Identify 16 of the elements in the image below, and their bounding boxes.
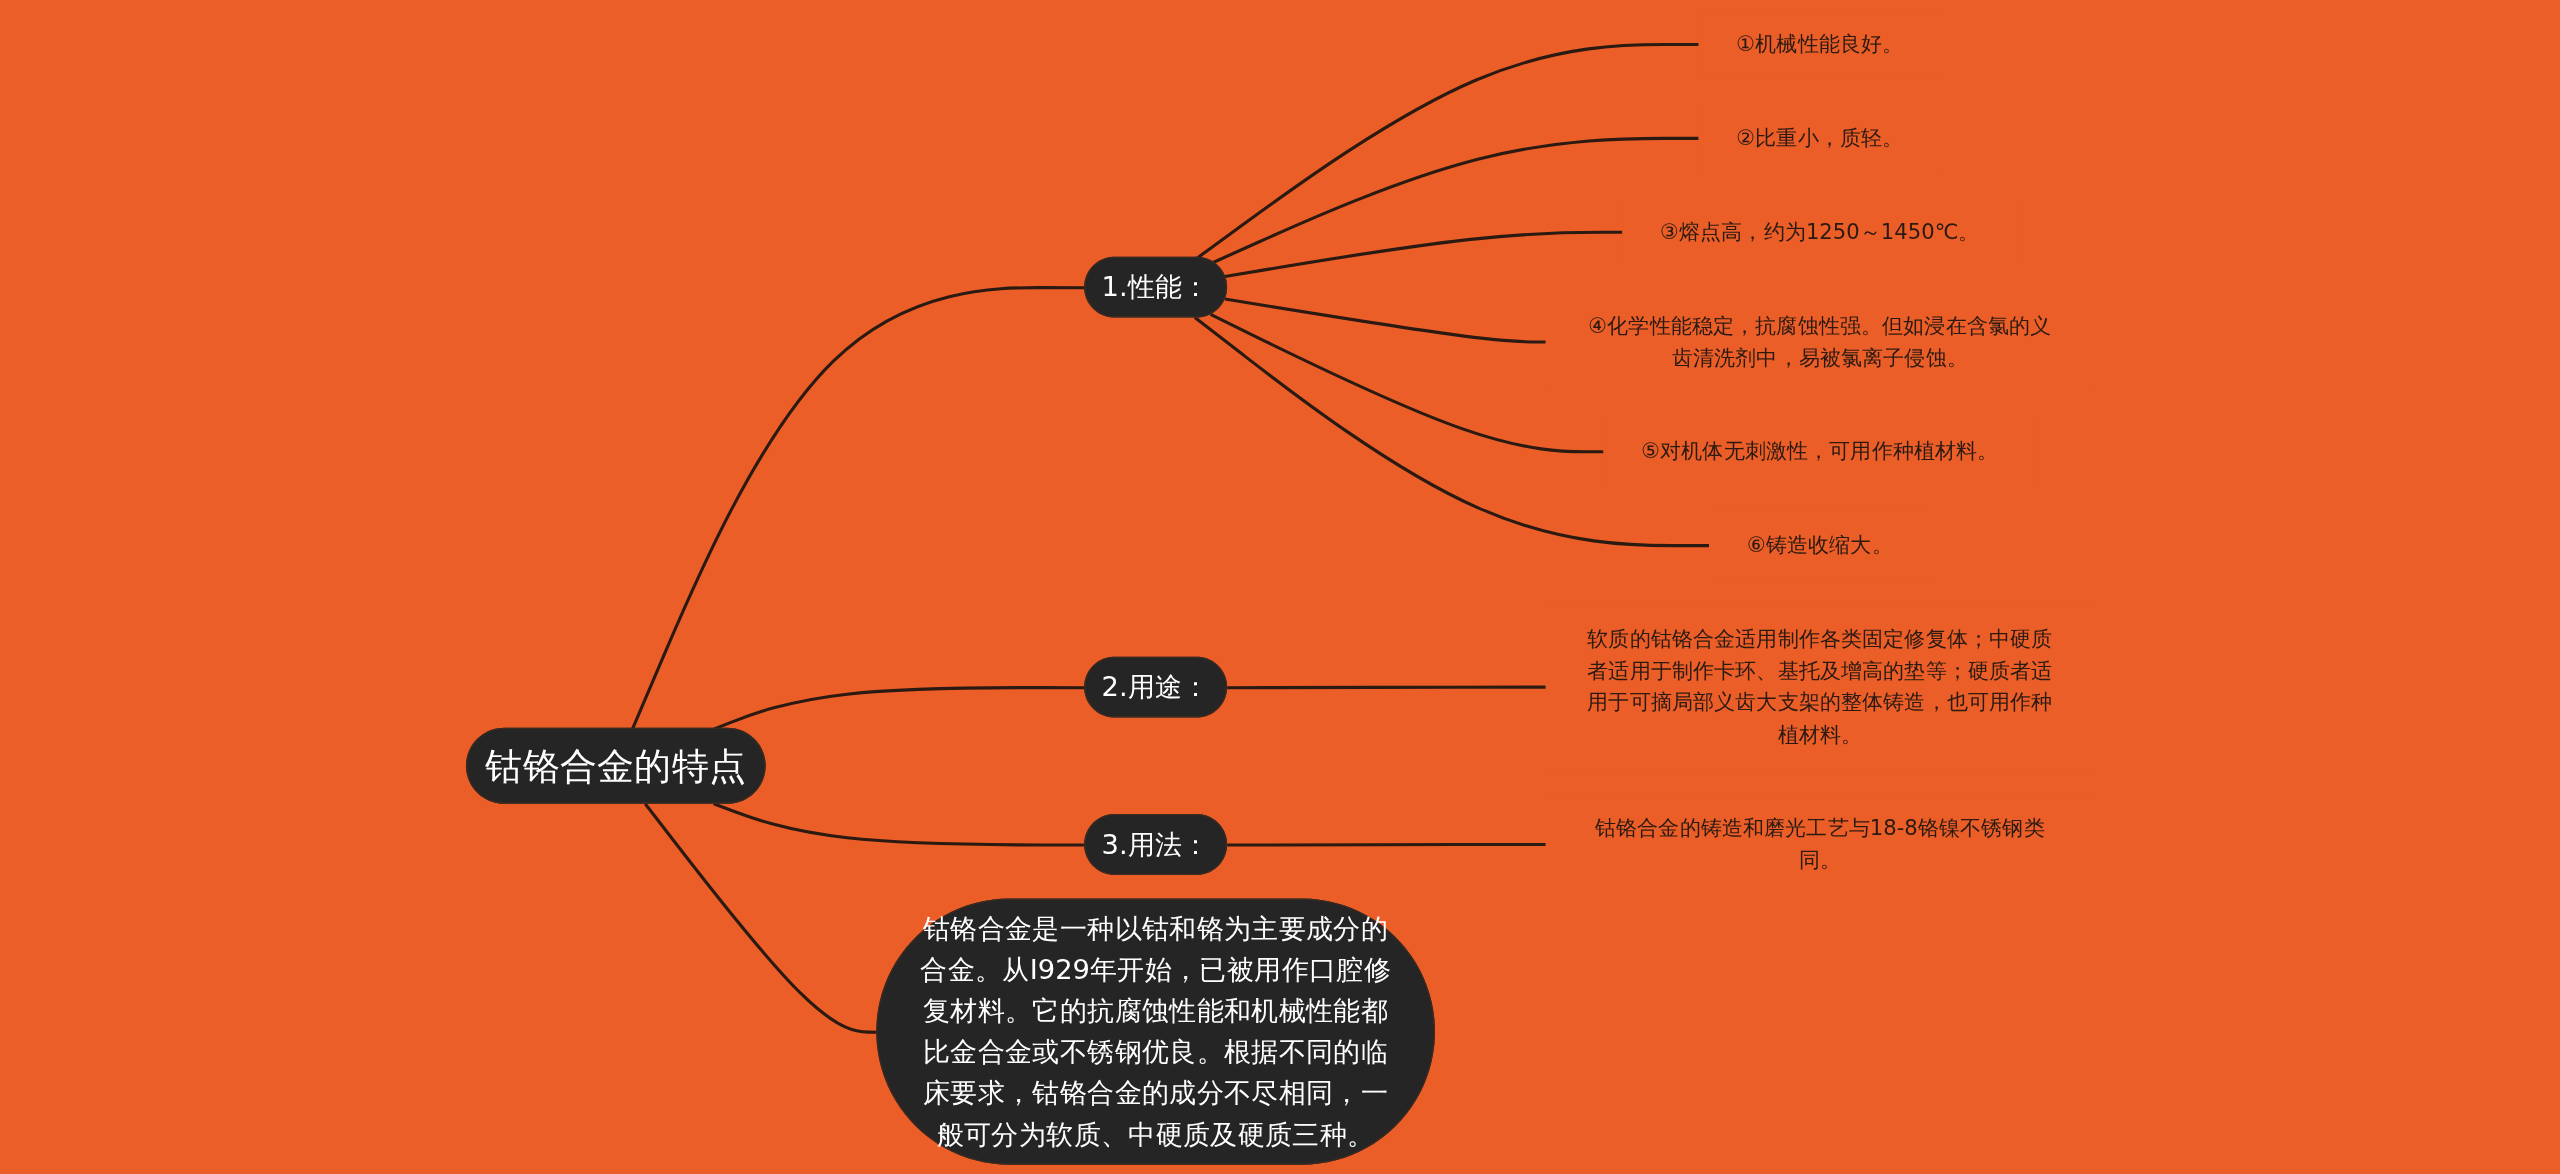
connector [1212, 136, 1699, 264]
node-text: ④化学性能稳定，抗腐蚀性强。但如浸在含氯的义齿清洗剂中，易被氯离子侵蚀。 [1588, 312, 2052, 370]
node-text: ①机械性能良好。 [1736, 31, 1904, 56]
connector [1209, 313, 1604, 454]
node-text: ⑥铸造收缩大。 [1746, 532, 1893, 558]
node-text: ②比重小，质轻。 [1736, 124, 1904, 150]
node-text: 软质的钴铬合金适用制作各类固定修复体；中硬质者适用于制作卡环、基托及增高的垫等；硬质者适用于可摘局部义齿大支架的整体铸造，也可用作种植材料。 [1587, 626, 2053, 747]
connector [1196, 42, 1699, 260]
connector [1224, 230, 1623, 279]
connector [1224, 297, 1547, 344]
node-text: ⑤对机体无刺激性，可用作种植材料。 [1641, 438, 1999, 464]
node-text: 钴铬合金的铸造和磨光工艺与18-8铬镍不锈钢类同。 [1594, 815, 2045, 872]
connector [1193, 316, 1710, 548]
node-text: ③熔点高，约为1250～1450℃。 [1660, 218, 1980, 244]
connector [1227, 842, 1547, 847]
connector [1227, 685, 1547, 690]
